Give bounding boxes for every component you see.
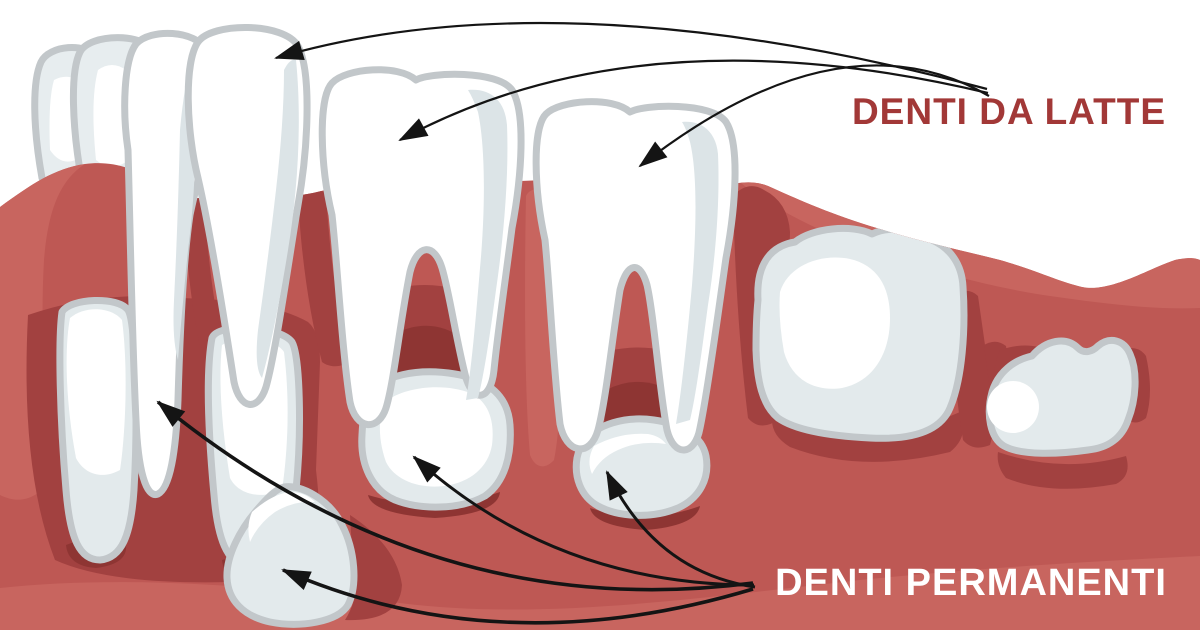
baby-molar-2-shade bbox=[676, 121, 719, 424]
permanent-teeth-arrows bbox=[156, 400, 756, 625]
permanent-incisor-1-highlight bbox=[66, 309, 126, 475]
baby-teeth-group bbox=[121, 24, 739, 498]
baby-molar-1 bbox=[318, 66, 525, 429]
permanent-premolar-1-highlight bbox=[379, 387, 493, 487]
gum-sliver-left-of-canine bbox=[184, 196, 224, 351]
arrow-permanent-premolar-1 bbox=[412, 455, 755, 587]
baby-teeth-arrows bbox=[274, 21, 990, 168]
permanent-canine-highlight bbox=[248, 492, 315, 542]
permanent-molar-right-small-highlight bbox=[987, 381, 1039, 433]
permanent-teeth-group bbox=[56, 224, 1139, 628]
arrow-permanent-canine bbox=[281, 568, 754, 625]
baby-molar-1-shade bbox=[466, 89, 508, 401]
baby-incisor-2-highlight bbox=[93, 65, 129, 167]
permanent-premolar-2-highlight bbox=[589, 433, 666, 474]
gum-shadow-right-of-canine-tooth bbox=[345, 515, 402, 621]
gum-shadow-above-small-right-molar bbox=[993, 345, 1050, 406]
baby-canine-shade bbox=[256, 59, 299, 378]
gum-shadow-under-small-right-molar bbox=[997, 452, 1128, 489]
label-denti-da-latte: DENTI DA LATTE bbox=[852, 91, 1166, 132]
permanent-molar-right-big-highlight bbox=[779, 257, 890, 389]
arrow-permanent-premolar-2 bbox=[605, 470, 756, 589]
arrow-baby-molar-2 bbox=[638, 64, 990, 168]
arrow-permanent-incisor bbox=[156, 400, 754, 592]
label-denti-permanenti: DENTI PERMANENTI bbox=[775, 562, 1167, 604]
arrow-baby-molar-1 bbox=[398, 59, 989, 141]
arrow-baby-canine bbox=[274, 21, 988, 91]
